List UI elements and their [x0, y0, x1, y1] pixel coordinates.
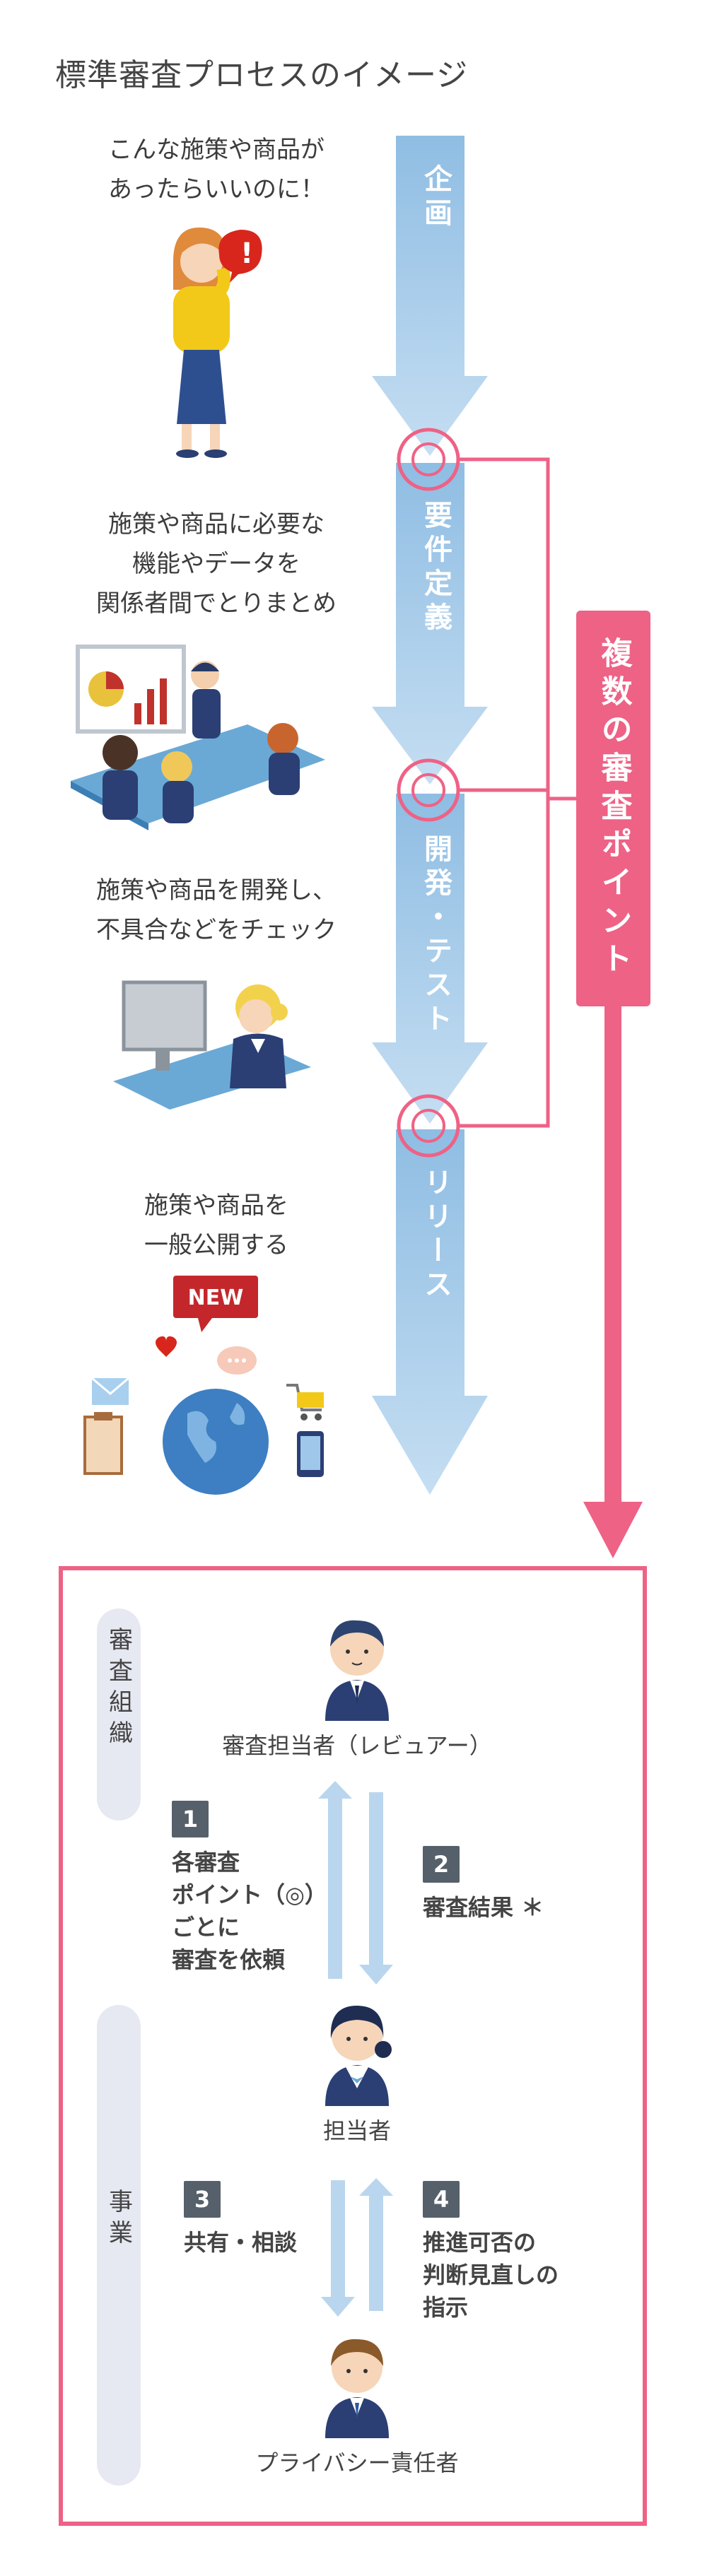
step-number-2: 2	[423, 1846, 460, 1883]
release-illustration: NEW	[83, 1276, 324, 1495]
caption-line: 不具合などをチェック	[96, 916, 337, 944]
step-line: 審査を依頼	[172, 1946, 286, 1973]
step-line: 指示	[423, 2294, 469, 2321]
role-staff: 担当者	[322, 2117, 391, 2144]
phase-label-requirements: 要件定義	[419, 500, 452, 636]
org-pill-review: 審査組織	[97, 1608, 141, 1821]
caption-line: 機能やデータを	[132, 550, 300, 578]
developer-illustration	[113, 980, 311, 1110]
phase-label-planning: 企画	[419, 164, 452, 232]
flow-arrow-development	[372, 794, 488, 1124]
step-line: 共有・相談	[184, 2229, 298, 2256]
pink-down-arrow	[583, 1004, 643, 1558]
reviewer-avatar	[325, 1620, 389, 1721]
flow-arrow-planning	[372, 136, 488, 456]
org-pill-business: 事業	[97, 2005, 141, 2486]
step-text-3: 共有・相談	[184, 2226, 297, 2259]
step-line: 各審査	[172, 1849, 240, 1876]
meeting-illustration	[71, 645, 325, 830]
new-badge-text: NEW	[188, 1286, 244, 1310]
caption-line: 施策や商品を	[144, 1192, 288, 1220]
step-number-3: 3	[184, 2181, 221, 2218]
caption-line: 一般公開する	[144, 1231, 288, 1259]
review-points-banner: 複数の審査ポイント	[576, 611, 650, 1006]
review-connectors	[458, 457, 576, 1128]
stage-caption-release: 施策や商品を 一般公開する	[61, 1186, 372, 1265]
role-reviewer: 審査担当者（レビュアー）	[222, 1732, 492, 1759]
flow-arrow-release	[372, 1129, 488, 1495]
svg-text:!: !	[240, 237, 253, 270]
caption-line: 施策や商品に必要な	[108, 510, 325, 539]
staff-avatar	[325, 2006, 392, 2106]
caption-line: 関係者間でとりまとめ	[96, 589, 337, 618]
reviewer-exchange-arrows	[318, 1781, 393, 2317]
step-line: ポイント（◎）	[172, 1881, 327, 1908]
review-points-label: 複数の審査ポイント	[595, 637, 632, 980]
org-label-business: 事業	[104, 2189, 133, 2251]
step-line: 推進可否の	[423, 2229, 537, 2256]
phase-label-release: リリース	[419, 1168, 452, 1303]
step-line: ごとに	[172, 1914, 240, 1941]
caption-line: 施策や商品を開発し、	[96, 876, 337, 905]
step-line: 判断見直しの	[423, 2262, 559, 2288]
stage-caption-planning: こんな施策や商品が あったらいいのに！	[61, 130, 372, 209]
step-number-1: 1	[172, 1801, 209, 1837]
caption-line: こんな施策や商品が	[108, 136, 325, 164]
flow-arrow-requirements	[372, 463, 488, 784]
step-number-4: 4	[423, 2181, 460, 2218]
thinking-woman-illustration: !	[173, 227, 262, 458]
phase-label-development: 開発・テスト	[419, 834, 452, 1037]
step-text-4: 推進可否の 判断見直しの 指示	[423, 2226, 559, 2324]
role-privacy-officer: プライバシー責任者	[255, 2449, 459, 2476]
stage-caption-requirements: 施策や商品に必要な 機能やデータを 関係者間でとりまとめ	[61, 505, 372, 623]
page-title: 標準審査プロセスのイメージ	[55, 57, 469, 93]
step-text-2: 審査結果 ＊	[423, 1891, 544, 1924]
step-text-1: 各審査 ポイント（◎） ごとに 審査を依頼	[172, 1846, 327, 1976]
org-label-review: 審査組織	[104, 1627, 133, 1751]
privacy-officer-avatar	[325, 2339, 389, 2438]
caption-line: あったらいいのに！	[108, 175, 325, 204]
stage-caption-development: 施策や商品を開発し、 不具合などをチェック	[61, 871, 372, 950]
review-process-box	[59, 1566, 647, 2526]
step-line: 審査結果 ＊	[423, 1894, 544, 1921]
